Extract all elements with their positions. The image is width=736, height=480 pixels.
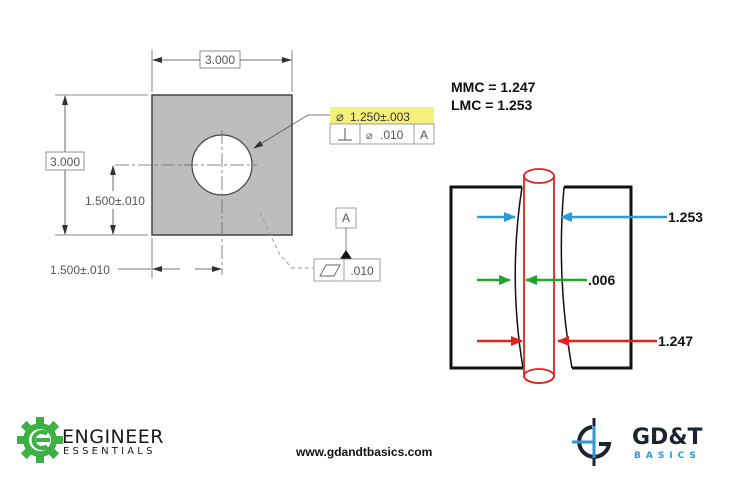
part-drawing: 3.000 3.000 1.500±.010 1.500±.010 ⌀ 1.25… [45, 50, 435, 282]
pin [523, 168, 555, 384]
section-view: 1.253 .006 1.247 [449, 168, 703, 384]
hole-callout-highlight [330, 107, 434, 124]
gear-icon [17, 417, 63, 463]
hole-y-dimension: 1.500±.010 [85, 194, 145, 208]
crosshair-logo-icon [572, 418, 612, 466]
diameter-icon: ⌀ [336, 109, 344, 124]
gdt-basics-subtitle: BASICS [634, 451, 701, 461]
website-link[interactable]: www.gdandtbasics.com [296, 445, 433, 459]
hole-callout: 1.250±.003 [350, 110, 410, 124]
fcf-datum: A [420, 128, 428, 142]
mmc-label: MMC = 1.247 [451, 79, 536, 95]
feature-control-frame: ⌀ .010 A [329, 123, 435, 145]
engineer-essentials-subtitle: ESSENTIALS [63, 446, 156, 457]
fcf-tolerance: .010 [380, 128, 404, 142]
width-dimension: 3.000 [205, 53, 235, 67]
engineer-essentials-title: ENGINEER [62, 426, 164, 448]
datum-triangle-icon [340, 250, 352, 259]
hole-x-dimension: 1.500±.010 [50, 263, 110, 277]
difference-label: .006 [588, 272, 615, 288]
diameter-icon: ⌀ [366, 130, 373, 142]
height-dimension: 3.000 [50, 155, 80, 169]
lmc-label: LMC = 1.253 [451, 97, 533, 113]
flatness-icon [319, 264, 341, 277]
perpendicularity-icon [338, 128, 352, 141]
datum-label: A [342, 211, 350, 225]
lmc-size-label: 1.253 [668, 209, 703, 225]
gdt-basics-title: GD&T [632, 425, 703, 450]
flatness-tolerance: .010 [350, 264, 374, 278]
mmc-size-label: 1.247 [658, 333, 693, 349]
